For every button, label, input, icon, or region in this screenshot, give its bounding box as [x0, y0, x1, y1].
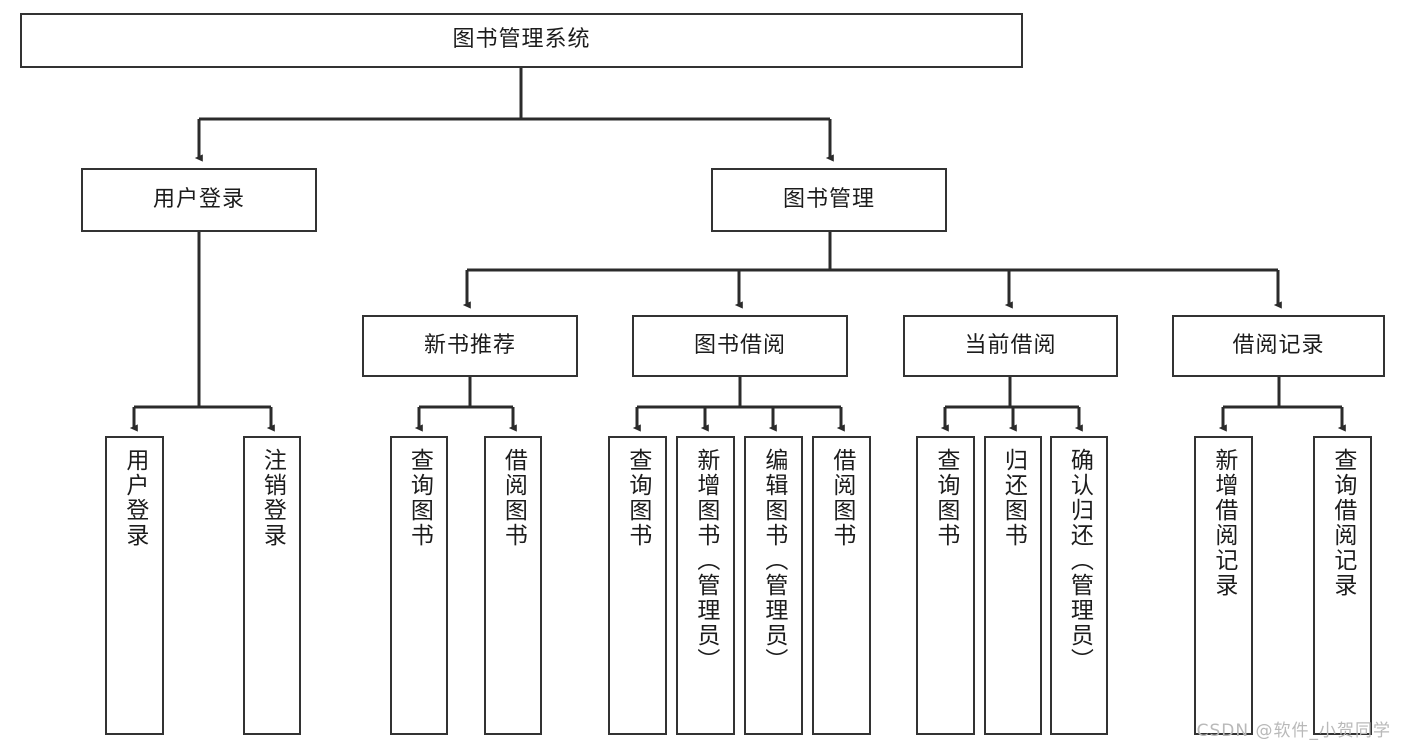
node-new-book-rec-label: 新书推荐 — [423, 332, 516, 358]
node-root-label: 图书管理系统 — [452, 27, 591, 53]
node-leaf-logout[interactable]: 注销登录 — [243, 436, 301, 735]
node-leaf-query-book-borrow[interactable]: 查询图书 — [608, 436, 667, 735]
node-leaf-borrow-book-rec-label: 借阅图书 — [500, 448, 527, 548]
node-leaf-query-book-borrow-label: 查询图书 — [624, 448, 651, 548]
node-leaf-edit-book-label: 编辑图书（管理员） — [760, 448, 787, 673]
node-leaf-add-record[interactable]: 新增借阅记录 — [1194, 436, 1253, 735]
node-leaf-query-book-rec[interactable]: 查询图书 — [390, 436, 448, 735]
node-book-manage-label: 图书管理 — [782, 186, 875, 212]
node-leaf-borrow-book-rec[interactable]: 借阅图书 — [484, 436, 542, 735]
node-leaf-confirm-return[interactable]: 确认归还（管理员） — [1050, 436, 1108, 735]
node-leaf-query-book-current-label: 查询图书 — [932, 448, 959, 548]
node-book-manage[interactable]: 图书管理 — [711, 168, 947, 232]
node-leaf-add-record-label: 新增借阅记录 — [1210, 448, 1237, 598]
node-leaf-borrow-book-label: 借阅图书 — [828, 448, 855, 548]
node-leaf-edit-book[interactable]: 编辑图书（管理员） — [744, 436, 803, 735]
node-leaf-query-book-current[interactable]: 查询图书 — [916, 436, 975, 735]
node-leaf-add-book[interactable]: 新增图书（管理员） — [676, 436, 735, 735]
node-user-login-label: 用户登录 — [152, 186, 245, 212]
node-leaf-query-record-label: 查询借阅记录 — [1329, 448, 1356, 598]
node-current-borrow[interactable]: 当前借阅 — [903, 315, 1118, 377]
node-leaf-borrow-book[interactable]: 借阅图书 — [812, 436, 871, 735]
node-root[interactable]: 图书管理系统 — [20, 13, 1023, 68]
csdn-watermark: CSDN @软件_小贺同学 — [1196, 721, 1391, 741]
node-leaf-logout-label: 注销登录 — [259, 448, 286, 548]
node-borrow-record[interactable]: 借阅记录 — [1172, 315, 1385, 377]
node-leaf-add-book-label: 新增图书（管理员） — [692, 448, 719, 673]
node-leaf-user-login-label: 用户登录 — [121, 448, 148, 548]
node-leaf-confirm-return-label: 确认归还（管理员） — [1066, 448, 1093, 673]
node-book-borrow[interactable]: 图书借阅 — [632, 315, 848, 377]
node-new-book-rec[interactable]: 新书推荐 — [362, 315, 578, 377]
node-leaf-return-book[interactable]: 归还图书 — [984, 436, 1042, 735]
node-book-borrow-label: 图书借阅 — [693, 332, 786, 358]
node-leaf-query-record[interactable]: 查询借阅记录 — [1313, 436, 1372, 735]
node-user-login[interactable]: 用户登录 — [81, 168, 317, 232]
node-leaf-query-book-rec-label: 查询图书 — [406, 448, 433, 548]
node-current-borrow-label: 当前借阅 — [964, 332, 1057, 358]
node-leaf-user-login[interactable]: 用户登录 — [105, 436, 164, 735]
node-borrow-record-label: 借阅记录 — [1232, 332, 1325, 358]
node-leaf-return-book-label: 归还图书 — [1000, 448, 1027, 548]
